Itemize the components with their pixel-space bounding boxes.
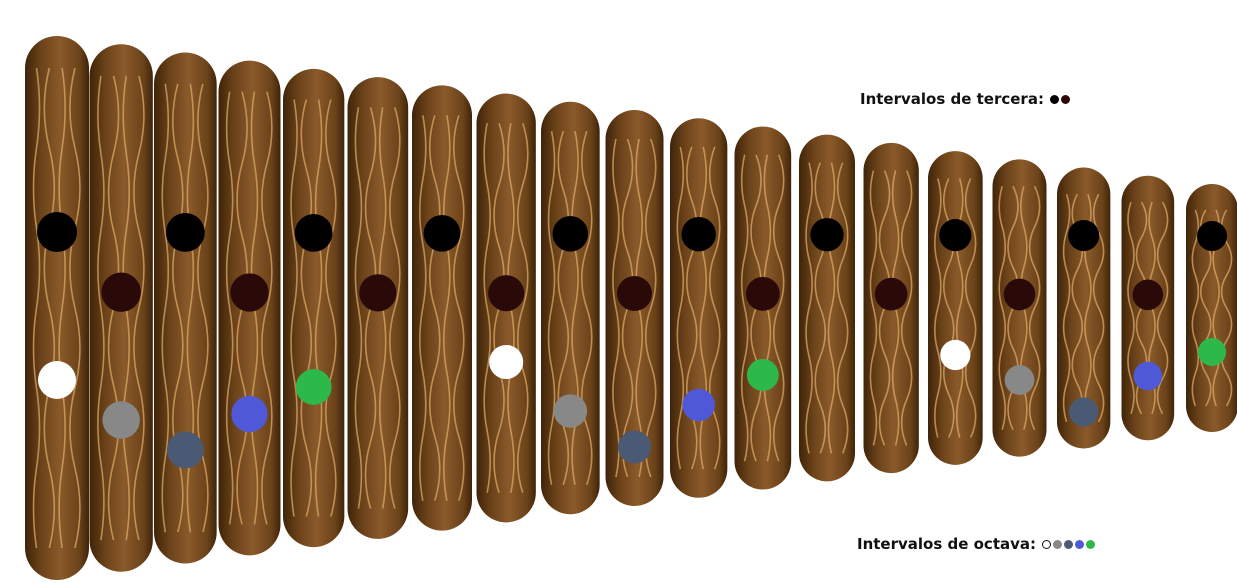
octave-interval-dot xyxy=(167,432,204,469)
legend-thirds-label: Intervalos de tercera: xyxy=(860,90,1044,108)
bar-body xyxy=(541,102,600,514)
third-interval-dot xyxy=(359,274,396,311)
third-interval-dot xyxy=(488,275,524,311)
third-interval-dot xyxy=(1197,221,1227,251)
xylophone-bar xyxy=(799,135,855,482)
octave-interval-dot xyxy=(554,394,588,428)
xylophone-bar xyxy=(1057,168,1110,449)
xylophone-bars xyxy=(25,36,1237,580)
third-interval-dot xyxy=(681,217,715,251)
legend-octaves-swatches xyxy=(1040,535,1095,553)
legend-octaves-dot xyxy=(1053,540,1062,549)
third-interval-dot xyxy=(1004,279,1036,311)
octave-interval-dot xyxy=(38,361,76,399)
third-interval-dot xyxy=(939,219,971,251)
octave-interval-dot xyxy=(1198,338,1226,366)
xylophone-bar xyxy=(348,77,409,539)
third-interval-dot xyxy=(101,272,140,311)
octave-interval-dot xyxy=(682,389,714,421)
legend-octaves-dot xyxy=(1075,540,1084,549)
octave-interval-dot xyxy=(1069,397,1098,426)
octave-interval-dot xyxy=(231,396,267,432)
octave-interval-dot xyxy=(296,369,332,405)
third-interval-dot xyxy=(875,278,908,311)
legend-octaves: Intervalos de octava: xyxy=(857,535,1095,553)
bar-body xyxy=(670,118,727,498)
xylophone-bar xyxy=(412,85,472,530)
third-interval-dot xyxy=(617,276,652,311)
xylophone-bar xyxy=(90,44,153,572)
xylophone-bar xyxy=(864,143,919,473)
third-interval-dot xyxy=(166,213,205,252)
xylophone-bar xyxy=(735,126,792,489)
xylophone-bar xyxy=(1186,184,1237,432)
xylophone-bar xyxy=(606,110,664,506)
xylophone-bar xyxy=(541,102,600,514)
xylophone-bar xyxy=(154,52,217,563)
third-interval-dot xyxy=(553,216,589,252)
octave-interval-dot xyxy=(940,340,970,370)
octave-interval-dot xyxy=(102,401,139,438)
bar-body xyxy=(799,135,855,482)
octave-interval-dot xyxy=(489,345,523,379)
legend-octaves-label: Intervalos de octava: xyxy=(857,535,1036,553)
xylophone-bar xyxy=(283,69,344,547)
third-interval-dot xyxy=(37,212,77,252)
legend-thirds-swatches xyxy=(1048,90,1070,108)
legend-thirds-dot xyxy=(1050,95,1059,104)
octave-interval-dot xyxy=(1134,362,1163,391)
legend-octaves-dot xyxy=(1042,540,1051,549)
xylophone-bar xyxy=(477,94,536,523)
xylophone-bar xyxy=(1122,176,1175,440)
third-interval-dot xyxy=(1068,220,1099,251)
xylophone-bar xyxy=(670,118,727,498)
octave-interval-dot xyxy=(747,359,779,391)
legend-thirds: Intervalos de tercera: xyxy=(860,90,1070,108)
third-interval-dot xyxy=(1133,280,1164,311)
octave-interval-dot xyxy=(618,431,651,464)
third-interval-dot xyxy=(810,218,843,251)
third-interval-dot xyxy=(295,214,333,252)
legend-octaves-dot xyxy=(1086,540,1095,549)
octave-interval-dot xyxy=(1005,365,1035,395)
xylophone-bar xyxy=(928,151,983,465)
bar-body xyxy=(928,151,983,465)
xylophone-bar xyxy=(993,159,1047,456)
third-interval-dot xyxy=(746,277,780,311)
xylophone-bar xyxy=(25,36,89,580)
legend-octaves-dot xyxy=(1064,540,1073,549)
third-interval-dot xyxy=(230,273,268,311)
legend-thirds-dot xyxy=(1061,95,1070,104)
xylophone-bar xyxy=(219,61,281,556)
third-interval-dot xyxy=(424,215,461,252)
